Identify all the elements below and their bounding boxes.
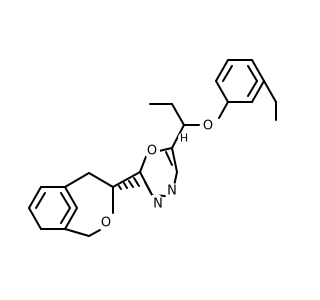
molecule-diagram: O O N N O H <box>28 59 277 237</box>
structure-canvas: O O N N O H <box>28 59 277 237</box>
bond <box>218 101 229 119</box>
isochroman-benzene-ring <box>28 186 78 230</box>
double-bond <box>35 192 46 209</box>
bond <box>64 207 78 230</box>
bond <box>171 124 185 149</box>
bond <box>139 153 148 173</box>
atom-label-o-ether: O <box>203 119 213 134</box>
label-backdrop <box>144 143 160 159</box>
bond <box>158 147 173 152</box>
bond <box>215 80 229 103</box>
label-backdrop <box>98 215 114 231</box>
bond <box>171 147 178 173</box>
label-backdrop <box>149 194 163 208</box>
bond <box>64 186 78 209</box>
atom-label-n-upper: N <box>167 184 177 199</box>
bond <box>215 59 229 82</box>
stereo-h-label: H <box>180 132 188 145</box>
atom-labels: O O N N O H <box>98 118 216 231</box>
double-bond <box>60 192 71 209</box>
methyl-bond <box>263 80 277 103</box>
double-bond <box>247 80 258 97</box>
tolyl-ring <box>215 59 277 121</box>
atom-label-o-oxadiazole: O <box>147 144 157 159</box>
label-backdrop <box>200 118 216 134</box>
bond <box>112 171 141 188</box>
bond <box>171 103 185 126</box>
bond <box>251 80 265 103</box>
atom-label-n-lower: N <box>153 197 163 212</box>
double-bond <box>60 207 71 224</box>
double-bond <box>165 151 173 166</box>
bond <box>88 172 114 188</box>
bond <box>28 207 42 230</box>
double-bond <box>247 65 258 82</box>
isochroman-pyran-ring <box>64 172 114 237</box>
bond <box>28 186 42 209</box>
hash-line <box>123 182 128 189</box>
hash-line <box>133 177 140 187</box>
double-bond <box>144 181 152 194</box>
label-backdrop <box>164 183 180 199</box>
atom-label-o-isochroman: O <box>101 216 111 231</box>
bond <box>251 59 265 82</box>
stereo-hash-bond <box>118 177 140 190</box>
bond <box>88 229 101 237</box>
bond <box>64 172 90 188</box>
hash-line <box>128 180 134 188</box>
side-chain <box>149 103 200 149</box>
double-bond <box>222 65 233 82</box>
hash-line <box>118 185 122 190</box>
bond <box>64 228 90 237</box>
label-backdrop <box>178 132 190 144</box>
